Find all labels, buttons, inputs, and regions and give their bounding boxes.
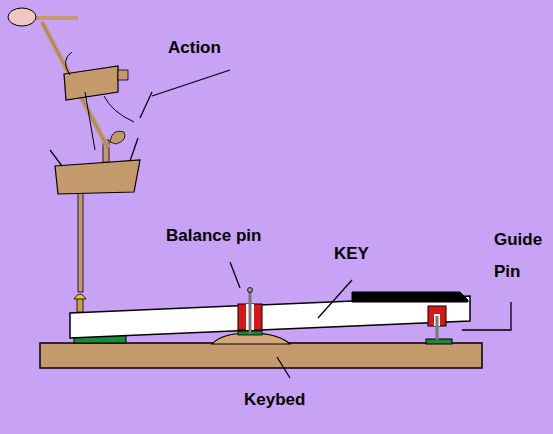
hammer-tail <box>30 16 78 20</box>
leader-line <box>318 280 352 318</box>
keybed-board <box>40 343 482 368</box>
hammer-head <box>8 8 36 26</box>
action-wire <box>140 92 152 118</box>
balance-pin-head <box>248 288 253 293</box>
action-wire <box>85 92 95 150</box>
leader-line <box>462 302 511 330</box>
capstan <box>77 298 83 312</box>
leader-line <box>277 357 290 378</box>
part-label: Action <box>168 32 221 64</box>
balance-pin <box>249 290 252 334</box>
jack-tip <box>110 131 125 144</box>
guide-pin <box>436 316 439 340</box>
action-wire <box>130 138 138 161</box>
sticker-rod <box>78 182 83 292</box>
part-label: Balance pin <box>166 220 261 252</box>
part-label: KEY <box>334 238 369 270</box>
leader-line <box>230 262 240 288</box>
action-wire <box>50 150 62 166</box>
action-wire <box>104 96 134 122</box>
part-label: Keybed <box>244 384 305 416</box>
guide-felt <box>426 339 452 344</box>
hammer-flange <box>64 66 118 100</box>
capstan-head <box>74 294 86 299</box>
regulating-screw <box>118 70 128 80</box>
wippen <box>55 160 140 194</box>
damper-spring <box>65 52 72 75</box>
sharp-key-top <box>352 292 468 302</box>
leader-line <box>152 70 230 96</box>
part-label: Guide Pin <box>494 224 546 288</box>
